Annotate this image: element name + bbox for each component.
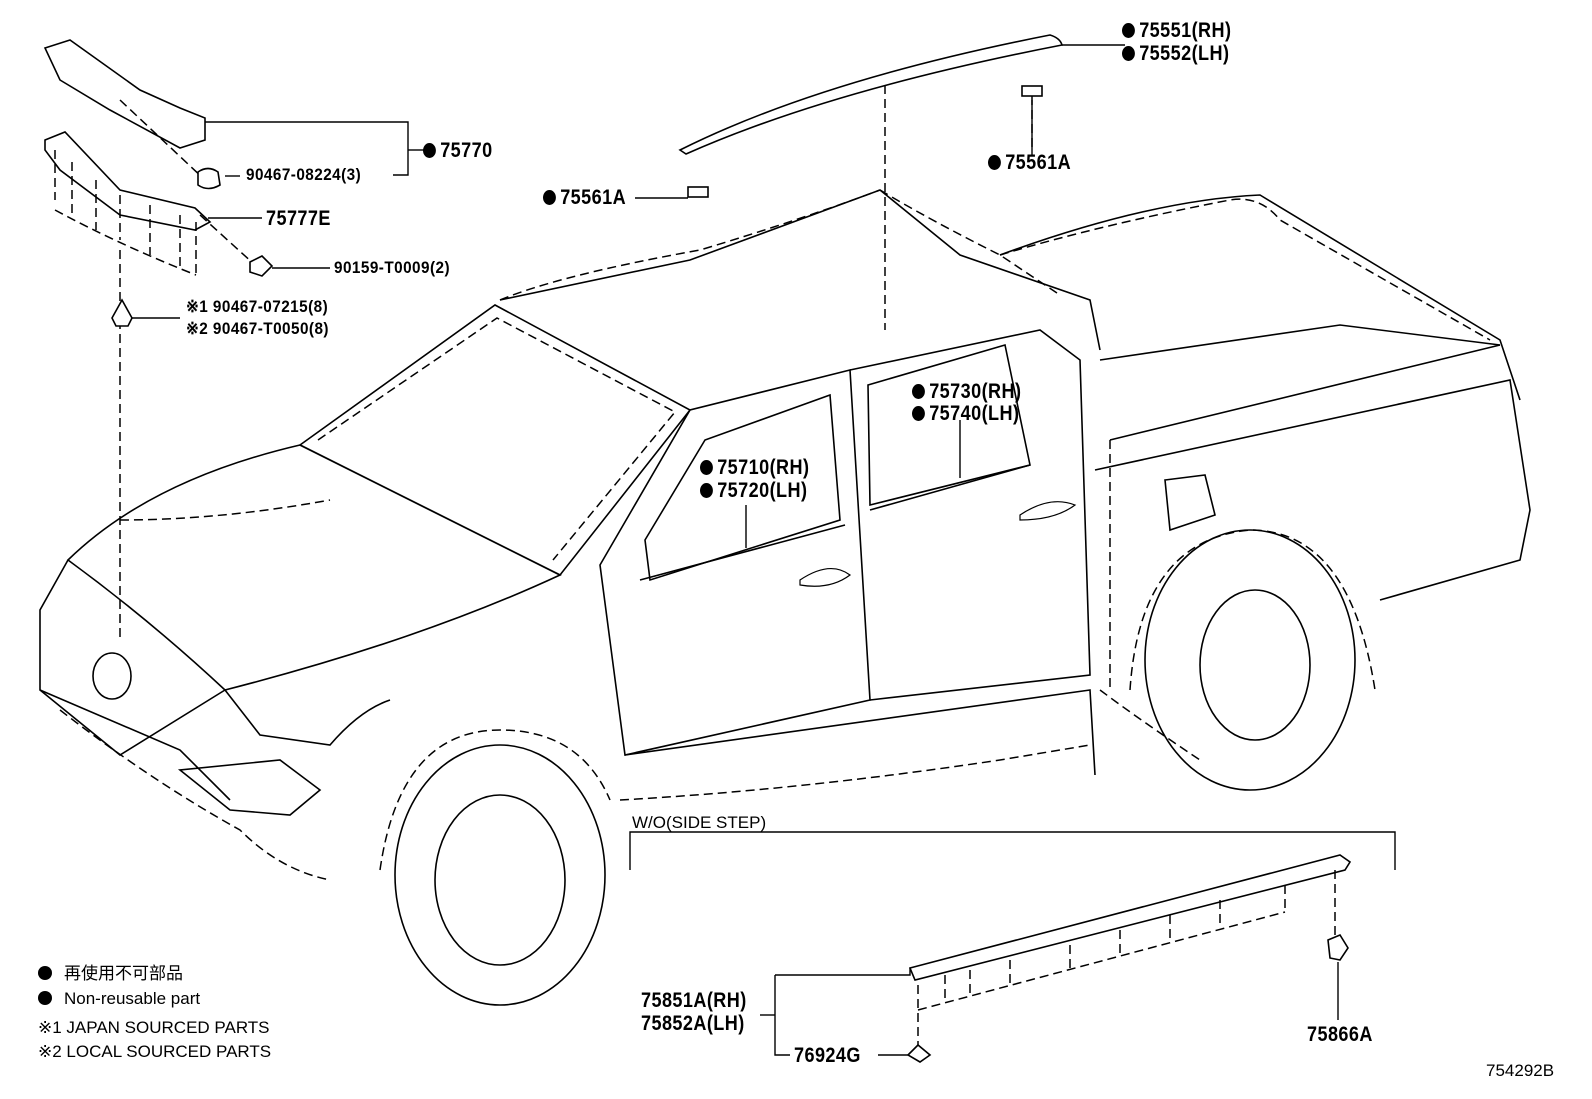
legend-non-reusable-jp: 再使用不可部品 — [38, 965, 183, 982]
callout-75777e: 75777E — [266, 207, 331, 230]
hood-protector-parts — [43, 39, 274, 640]
legend-non-reusable-en: Non-reusable part — [38, 990, 200, 1007]
callout-75720: 75720(LH) — [700, 480, 807, 501]
rocker-molding-parts — [906, 854, 1352, 1063]
legend-local-sourced: ※2 LOCAL SOURCED PARTS — [38, 1042, 272, 1061]
diagram-id-code: 754292B — [1486, 1061, 1555, 1080]
legend-japan-sourced: ※1 JAPAN SOURCED PARTS — [38, 1018, 270, 1037]
callout-76924g: 76924G — [794, 1044, 861, 1067]
callout-75770: 75770 — [423, 140, 493, 161]
callout-75561a-right: 75561A — [988, 152, 1071, 173]
callout-75710: 75710(RH) — [700, 457, 809, 478]
callout-90467-08224: 90467-08224(3) — [246, 165, 362, 184]
callout-75851a: 75851A(RH) — [641, 989, 747, 1012]
callout-75740: 75740(LH) — [912, 403, 1019, 424]
callout-75552: 75552(LH) — [1122, 43, 1229, 64]
callout-75551: 75551(RH) — [1122, 20, 1231, 41]
callout-75730: 75730(RH) — [912, 381, 1021, 402]
callout-90467-07215: ※1 90467-07215(8) — [186, 297, 329, 316]
truck-outline — [39, 189, 1531, 1006]
section-heading-without-side-step: W/O(SIDE STEP) — [632, 813, 767, 832]
callout-90467-t0050: ※2 90467-T0050(8) — [186, 319, 329, 338]
callout-75866a: 75866A — [1307, 1023, 1373, 1046]
roof-molding-parts — [678, 34, 1064, 330]
callout-75852a: 75852A(LH) — [641, 1012, 745, 1035]
leader-lines — [132, 44, 1396, 1056]
callout-90159-t0009: 90159-T0009(2) — [334, 258, 451, 277]
callout-75561a-left: 75561A — [543, 187, 626, 208]
